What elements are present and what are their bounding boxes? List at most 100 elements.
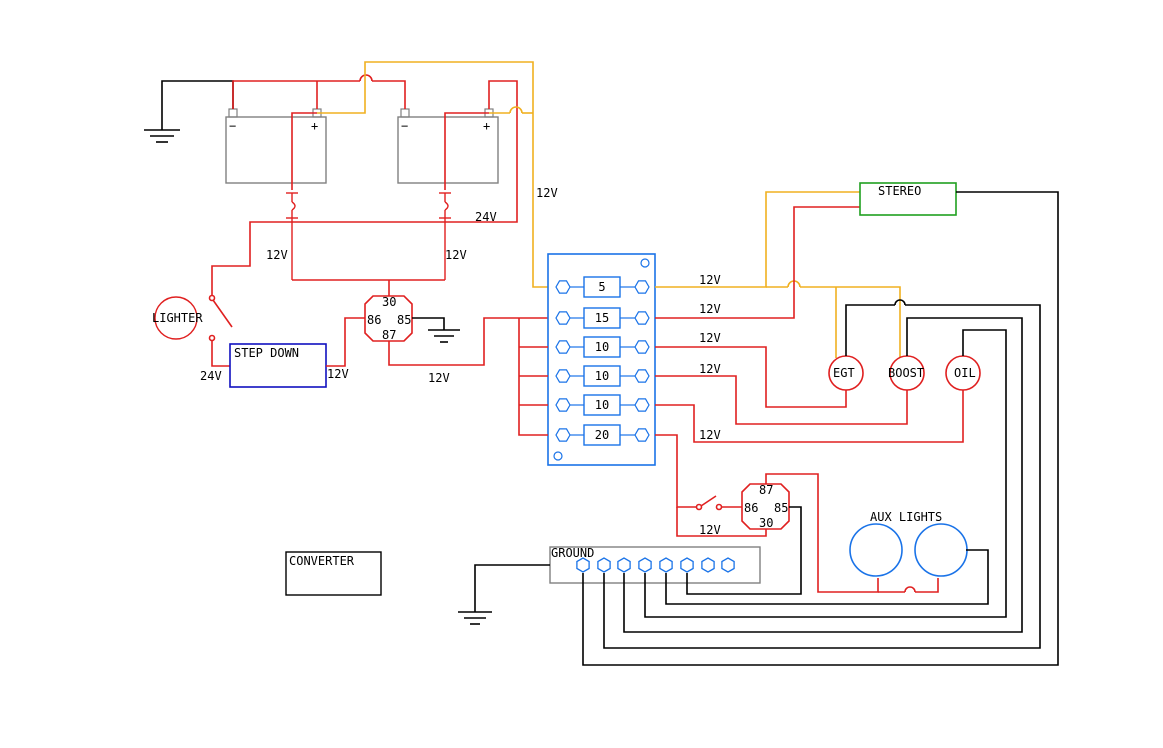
ground-terminal[interactable] [576, 557, 590, 573]
relay2-pin-87: 87 [759, 483, 773, 497]
oil-label: OIL [954, 366, 976, 380]
fuse6-to-switch-wire [655, 434, 697, 508]
battery-down-wires [291, 112, 489, 190]
aux-switch[interactable] [695, 495, 743, 511]
battery-ground [144, 80, 234, 143]
fuse-body [583, 424, 621, 446]
fuse-terminal [634, 340, 650, 354]
label-12v-right: 12V [445, 248, 467, 262]
ground-label: GROUND [551, 546, 594, 560]
converter[interactable] [285, 551, 382, 596]
aux-light-left[interactable] [849, 523, 903, 577]
fuse-terminal [634, 398, 650, 412]
relay-1[interactable]: 30 86 85 87 [364, 295, 413, 342]
stepdown-to-relay-wire [326, 317, 365, 367]
relay2-30-feed-wire [676, 507, 767, 537]
relay2-pin-86: 86 [744, 501, 758, 515]
fuse-slot[interactable]: 20 [555, 424, 650, 446]
fuse-list: 5 15 10 10 10 20 [555, 276, 650, 446]
label-24v-bus: 24V [475, 210, 497, 224]
fuse-slot[interactable]: 15 [555, 307, 650, 329]
fuse-body [583, 365, 621, 387]
relay2-pin-85: 85 [774, 501, 788, 515]
ground-terminal[interactable] [701, 557, 715, 573]
relay1-to-fusebox-wire [388, 317, 548, 366]
label-12v-fuse4: 12V [699, 362, 721, 376]
lighter-switch[interactable] [208, 294, 233, 367]
boost-label: BOOST [888, 366, 924, 380]
fuse-rating: 10 [595, 340, 609, 354]
relay1-pin-85: 85 [397, 313, 411, 327]
ground-terminal-list [576, 557, 735, 573]
ground-bus-earth [458, 564, 550, 625]
fuse-rating: 20 [595, 428, 609, 442]
label-12v-relay2: 12V [699, 523, 721, 537]
fuse-input-bus [518, 318, 548, 436]
fuse-rating: 5 [598, 280, 605, 294]
fuse-terminal [555, 369, 571, 383]
ground-bus: GROUND [549, 546, 761, 584]
battery-right: − + [397, 108, 499, 184]
egt-label: EGT [833, 366, 855, 380]
fuse-box [547, 253, 656, 466]
label-12v-fuse5: 12V [699, 428, 721, 442]
yellow-12v-supply [317, 61, 548, 288]
inline-fuse-right [439, 192, 451, 280]
ground-terminal[interactable] [597, 557, 611, 573]
gauge-egt[interactable]: EGT [828, 355, 864, 391]
stereo-label: STEREO [878, 184, 921, 198]
gauge-boost[interactable]: BOOST [888, 355, 925, 391]
lighter-socket[interactable] [154, 296, 198, 340]
stereo[interactable] [859, 182, 957, 216]
inline-fuse-left [286, 192, 298, 280]
aux-wire-hop [904, 586, 916, 593]
ground-terminal[interactable] [659, 557, 673, 573]
ground-return-wires [582, 191, 1059, 666]
fuse4-to-boost-wire [655, 375, 908, 425]
ground-terminal[interactable] [638, 557, 652, 573]
fuse-slot[interactable]: 5 [555, 276, 650, 298]
relay1-pin-86: 86 [367, 313, 381, 327]
label-12v-relay1-out: 12V [428, 371, 450, 385]
fuse-terminal [555, 340, 571, 354]
fuse-terminal [555, 311, 571, 325]
battery-right-plus: + [483, 119, 490, 133]
relay1-ground [412, 317, 460, 343]
fuse-terminal [634, 369, 650, 383]
fuse-terminal [555, 428, 571, 442]
battery-left: − + [225, 108, 327, 184]
fuse3-to-egt-wire [655, 346, 847, 408]
fuse-terminal [634, 280, 650, 294]
converter-label: CONVERTER [289, 554, 355, 568]
label-12v-supply: 12V [536, 186, 558, 200]
relay-2[interactable]: 87 86 85 30 [741, 483, 790, 530]
aux-light-right[interactable] [914, 523, 968, 577]
fuse-terminal [555, 280, 571, 294]
battery-left-plus: + [311, 119, 318, 133]
fuse-body [583, 307, 621, 329]
fuse-terminal [634, 428, 650, 442]
fuse-rating: 10 [595, 398, 609, 412]
relay2-to-aux-wire [765, 473, 879, 593]
ground-terminal[interactable] [680, 557, 694, 573]
label-12v-left: 12V [266, 248, 288, 262]
relay1-feed-wires [211, 221, 445, 296]
fuse-terminal [634, 311, 650, 325]
lighter-label: LIGHTER [152, 311, 203, 325]
label-12v-fuse1: 12V [699, 273, 721, 287]
fuse-body [583, 394, 621, 416]
fuse-slot[interactable]: 10 [555, 336, 650, 358]
fuse-terminal [555, 398, 571, 412]
label-12v-fuse2: 12V [699, 302, 721, 316]
fuse2-to-stereo-wire [655, 206, 860, 319]
fuse-rating: 10 [595, 369, 609, 383]
relay1-pin-87: 87 [382, 328, 396, 342]
ground-terminal[interactable] [617, 557, 631, 573]
fuse-body [583, 276, 621, 298]
fuse-slot[interactable]: 10 [555, 394, 650, 416]
aux-right-feed-wire [915, 578, 939, 593]
fuse-slot[interactable]: 10 [555, 365, 650, 387]
fuse-rating: 15 [595, 311, 609, 325]
gauge-oil[interactable]: OIL [945, 355, 981, 391]
ground-terminal[interactable] [721, 557, 735, 573]
